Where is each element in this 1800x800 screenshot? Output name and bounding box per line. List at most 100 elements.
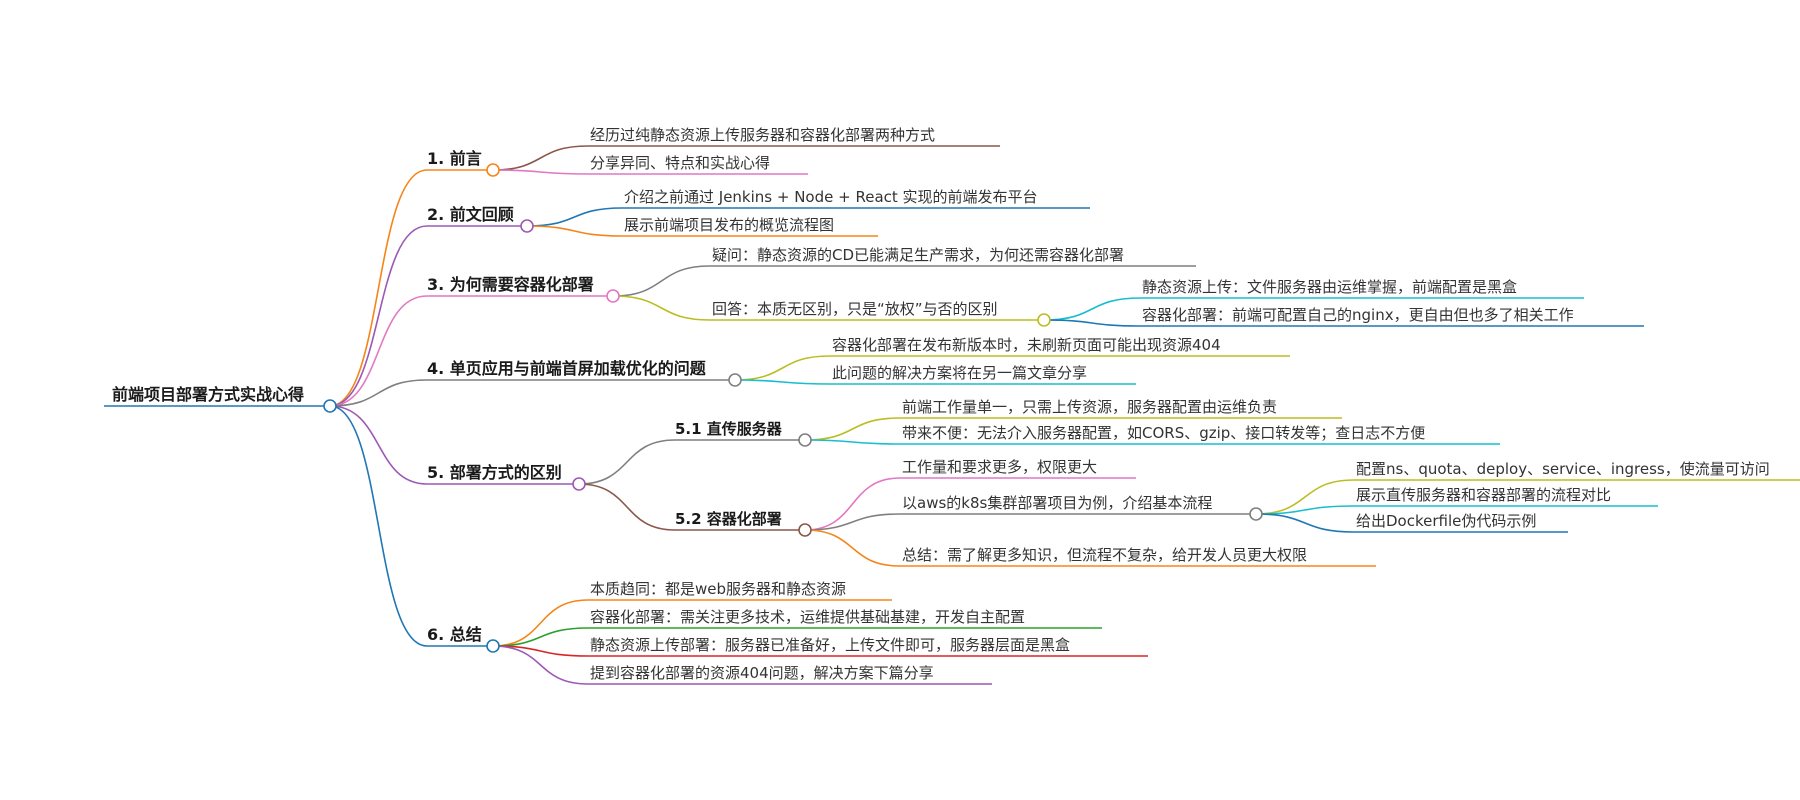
node-label-n1b: 分享异同、特点和实战心得 xyxy=(590,154,770,172)
link-n6a xyxy=(492,599,589,647)
link-n51b xyxy=(804,439,901,445)
link-n51a xyxy=(804,417,901,441)
node-label-n2a: 介绍之前通过 Jenkins + Node + React 实现的前端发布平台 xyxy=(624,188,1038,206)
node-n3a[interactable]: 疑问：静态资源的CD已能满足生产需求，为何还需容器化部署 xyxy=(710,246,1196,267)
node-label-n6b: 容器化部署：需关注更多技术，运维提供基础基建，开发自主配置 xyxy=(590,608,1025,626)
collapse-toggle-n52b[interactable] xyxy=(1249,507,1263,521)
node-n2b[interactable]: 展示前端项目发布的概览流程图 xyxy=(622,216,878,237)
link-n6b xyxy=(492,627,589,647)
link-n6d xyxy=(492,645,589,685)
node-n52b1[interactable]: 配置ns、quota、deploy、service、ingress，使流量可访问 xyxy=(1354,460,1800,481)
node-n6a[interactable]: 本质趋同：都是web服务器和静态资源 xyxy=(588,580,892,601)
node-root[interactable]: 前端项目部署方式实战心得 xyxy=(104,385,337,413)
node-n3b1[interactable]: 静态资源上传：文件服务器由运维掌握，前端配置是黑盒 xyxy=(1140,278,1584,299)
link-n52b xyxy=(804,513,901,531)
node-n4b[interactable]: 此问题的解决方案将在另一篇文章分享 xyxy=(830,364,1136,385)
link-n3 xyxy=(329,295,428,407)
collapse-toggle-n2[interactable] xyxy=(520,219,534,233)
node-label-n6: 6. 总结 xyxy=(427,625,482,644)
collapse-toggle-root[interactable] xyxy=(323,399,337,413)
mindmap-links xyxy=(329,145,1355,685)
node-label-n52c: 总结：需了解更多知识，但流程不复杂，给开发人员更大权限 xyxy=(902,546,1307,564)
node-label-n3b1: 静态资源上传：文件服务器由运维掌握，前端配置是黑盒 xyxy=(1142,278,1517,296)
node-label-n51b: 带来不便：无法介入服务器配置，如CORS、gzip、接口转发等；查日志不方便 xyxy=(902,424,1425,442)
node-label-n1a: 经历过纯静态资源上传服务器和容器化部署两种方式 xyxy=(590,126,935,144)
node-label-n6d: 提到容器化部署的资源404问题，解决方案下篇分享 xyxy=(590,664,934,682)
node-label-n5: 5. 部署方式的区别 xyxy=(427,463,562,482)
collapse-toggle-n3[interactable] xyxy=(606,289,620,303)
node-n52c[interactable]: 总结：需了解更多知识，但流程不复杂，给开发人员更大权限 xyxy=(900,546,1376,567)
node-n2[interactable]: 2. 前文回顾 xyxy=(427,205,534,233)
node-n52b[interactable]: 以aws的k8s集群部署项目为例，介绍基本流程 xyxy=(900,494,1263,521)
node-label-n6c: 静态资源上传部署：服务器已准备好，上传文件即可，服务器层面是黑盒 xyxy=(590,636,1070,654)
node-n52a[interactable]: 工作量和要求更多，权限更大 xyxy=(900,458,1136,479)
collapse-toggle-n51[interactable] xyxy=(798,433,812,447)
node-n52b2[interactable]: 展示直传服务器和容器部署的流程对比 xyxy=(1354,486,1658,507)
link-n4a xyxy=(734,355,831,381)
node-n52b3[interactable]: 给出Dockerfile伪代码示例 xyxy=(1354,512,1568,533)
link-n52a xyxy=(804,477,901,531)
link-n1 xyxy=(329,169,428,407)
collapse-toggle-n5[interactable] xyxy=(572,477,586,491)
node-label-n52b3: 给出Dockerfile伪代码示例 xyxy=(1356,512,1536,530)
collapse-toggle-n1[interactable] xyxy=(486,163,500,177)
link-n52b3 xyxy=(1255,513,1355,533)
node-label-n51: 5.1 直传服务器 xyxy=(675,420,783,438)
node-n4[interactable]: 4. 单页应用与前端首屏加载优化的问题 xyxy=(427,359,742,387)
collapse-toggle-n4[interactable] xyxy=(728,373,742,387)
node-label-n3b: 回答：本质无区别，只是“放权”与否的区别 xyxy=(712,300,998,318)
link-n2a xyxy=(526,207,623,227)
link-n3b2 xyxy=(1043,319,1141,327)
link-n5 xyxy=(329,405,428,485)
node-n3b[interactable]: 回答：本质无区别，只是“放权”与否的区别 xyxy=(710,300,1051,327)
link-n2b xyxy=(526,225,623,237)
collapse-toggle-n52[interactable] xyxy=(798,523,812,537)
mindmap-nodes: 前端项目部署方式实战心得 1. 前言 经历过纯静态资源上传服务器和容器化部署两种方式… xyxy=(104,126,1800,685)
node-label-n52b: 以aws的k8s集群部署项目为例，介绍基本流程 xyxy=(902,494,1212,512)
node-n6[interactable]: 6. 总结 xyxy=(427,625,500,653)
link-n51 xyxy=(578,439,676,485)
link-n4 xyxy=(329,379,428,407)
node-label-n3b2: 容器化部署：前端可配置自己的nginx，更自由但也多了相关工作 xyxy=(1142,306,1574,324)
node-label-root: 前端项目部署方式实战心得 xyxy=(112,385,304,404)
node-label-n52: 5.2 容器化部署 xyxy=(675,510,782,528)
node-n51b[interactable]: 带来不便：无法介入服务器配置，如CORS、gzip、接口转发等；查日志不方便 xyxy=(900,424,1500,445)
node-label-n2b: 展示前端项目发布的概览流程图 xyxy=(624,216,834,234)
node-n51a[interactable]: 前端工作量单一，只需上传资源，服务器配置由运维负责 xyxy=(900,398,1342,419)
node-n2a[interactable]: 介绍之前通过 Jenkins + Node + React 实现的前端发布平台 xyxy=(622,188,1090,209)
node-label-n52b2: 展示直传服务器和容器部署的流程对比 xyxy=(1356,486,1611,504)
node-label-n52b1: 配置ns、quota、deploy、service、ingress，使流量可访问 xyxy=(1356,460,1770,478)
link-n52b2 xyxy=(1255,505,1355,515)
node-n3[interactable]: 3. 为何需要容器化部署 xyxy=(427,275,620,303)
link-n3a xyxy=(612,265,711,297)
node-label-n4a: 容器化部署在发布新版本时，未刷新页面可能出现资源404 xyxy=(832,336,1221,354)
node-label-n3: 3. 为何需要容器化部署 xyxy=(427,275,594,294)
node-n51[interactable]: 5.1 直传服务器 xyxy=(675,420,812,447)
node-n1[interactable]: 1. 前言 xyxy=(427,149,500,177)
node-n4a[interactable]: 容器化部署在发布新版本时，未刷新页面可能出现资源404 xyxy=(830,336,1290,357)
node-label-n1: 1. 前言 xyxy=(427,149,482,168)
link-n52c xyxy=(804,529,901,567)
node-label-n4b: 此问题的解决方案将在另一篇文章分享 xyxy=(832,364,1087,382)
collapse-toggle-n6[interactable] xyxy=(486,639,500,653)
node-n5[interactable]: 5. 部署方式的区别 xyxy=(427,463,586,491)
link-n1a xyxy=(492,145,589,171)
node-label-n3a: 疑问：静态资源的CD已能满足生产需求，为何还需容器化部署 xyxy=(712,246,1124,264)
node-n6b[interactable]: 容器化部署：需关注更多技术，运维提供基础基建，开发自主配置 xyxy=(588,608,1102,629)
link-n3b xyxy=(612,295,711,321)
node-n3b2[interactable]: 容器化部署：前端可配置自己的nginx，更自由但也多了相关工作 xyxy=(1140,306,1644,327)
link-n4b xyxy=(734,379,831,385)
node-n1b[interactable]: 分享异同、特点和实战心得 xyxy=(588,154,808,175)
link-n1b xyxy=(492,169,589,175)
node-n1a[interactable]: 经历过纯静态资源上传服务器和容器化部署两种方式 xyxy=(588,126,1000,147)
link-n52b1 xyxy=(1255,479,1355,515)
link-n3b1 xyxy=(1043,297,1141,321)
node-label-n4: 4. 单页应用与前端首屏加载优化的问题 xyxy=(427,359,707,378)
node-n6c[interactable]: 静态资源上传部署：服务器已准备好，上传文件即可，服务器层面是黑盒 xyxy=(588,636,1148,657)
node-n52[interactable]: 5.2 容器化部署 xyxy=(675,510,812,537)
node-n6d[interactable]: 提到容器化部署的资源404问题，解决方案下篇分享 xyxy=(588,664,992,685)
link-n6c xyxy=(492,645,589,657)
link-n2 xyxy=(329,225,428,407)
collapse-toggle-n3b[interactable] xyxy=(1037,313,1051,327)
